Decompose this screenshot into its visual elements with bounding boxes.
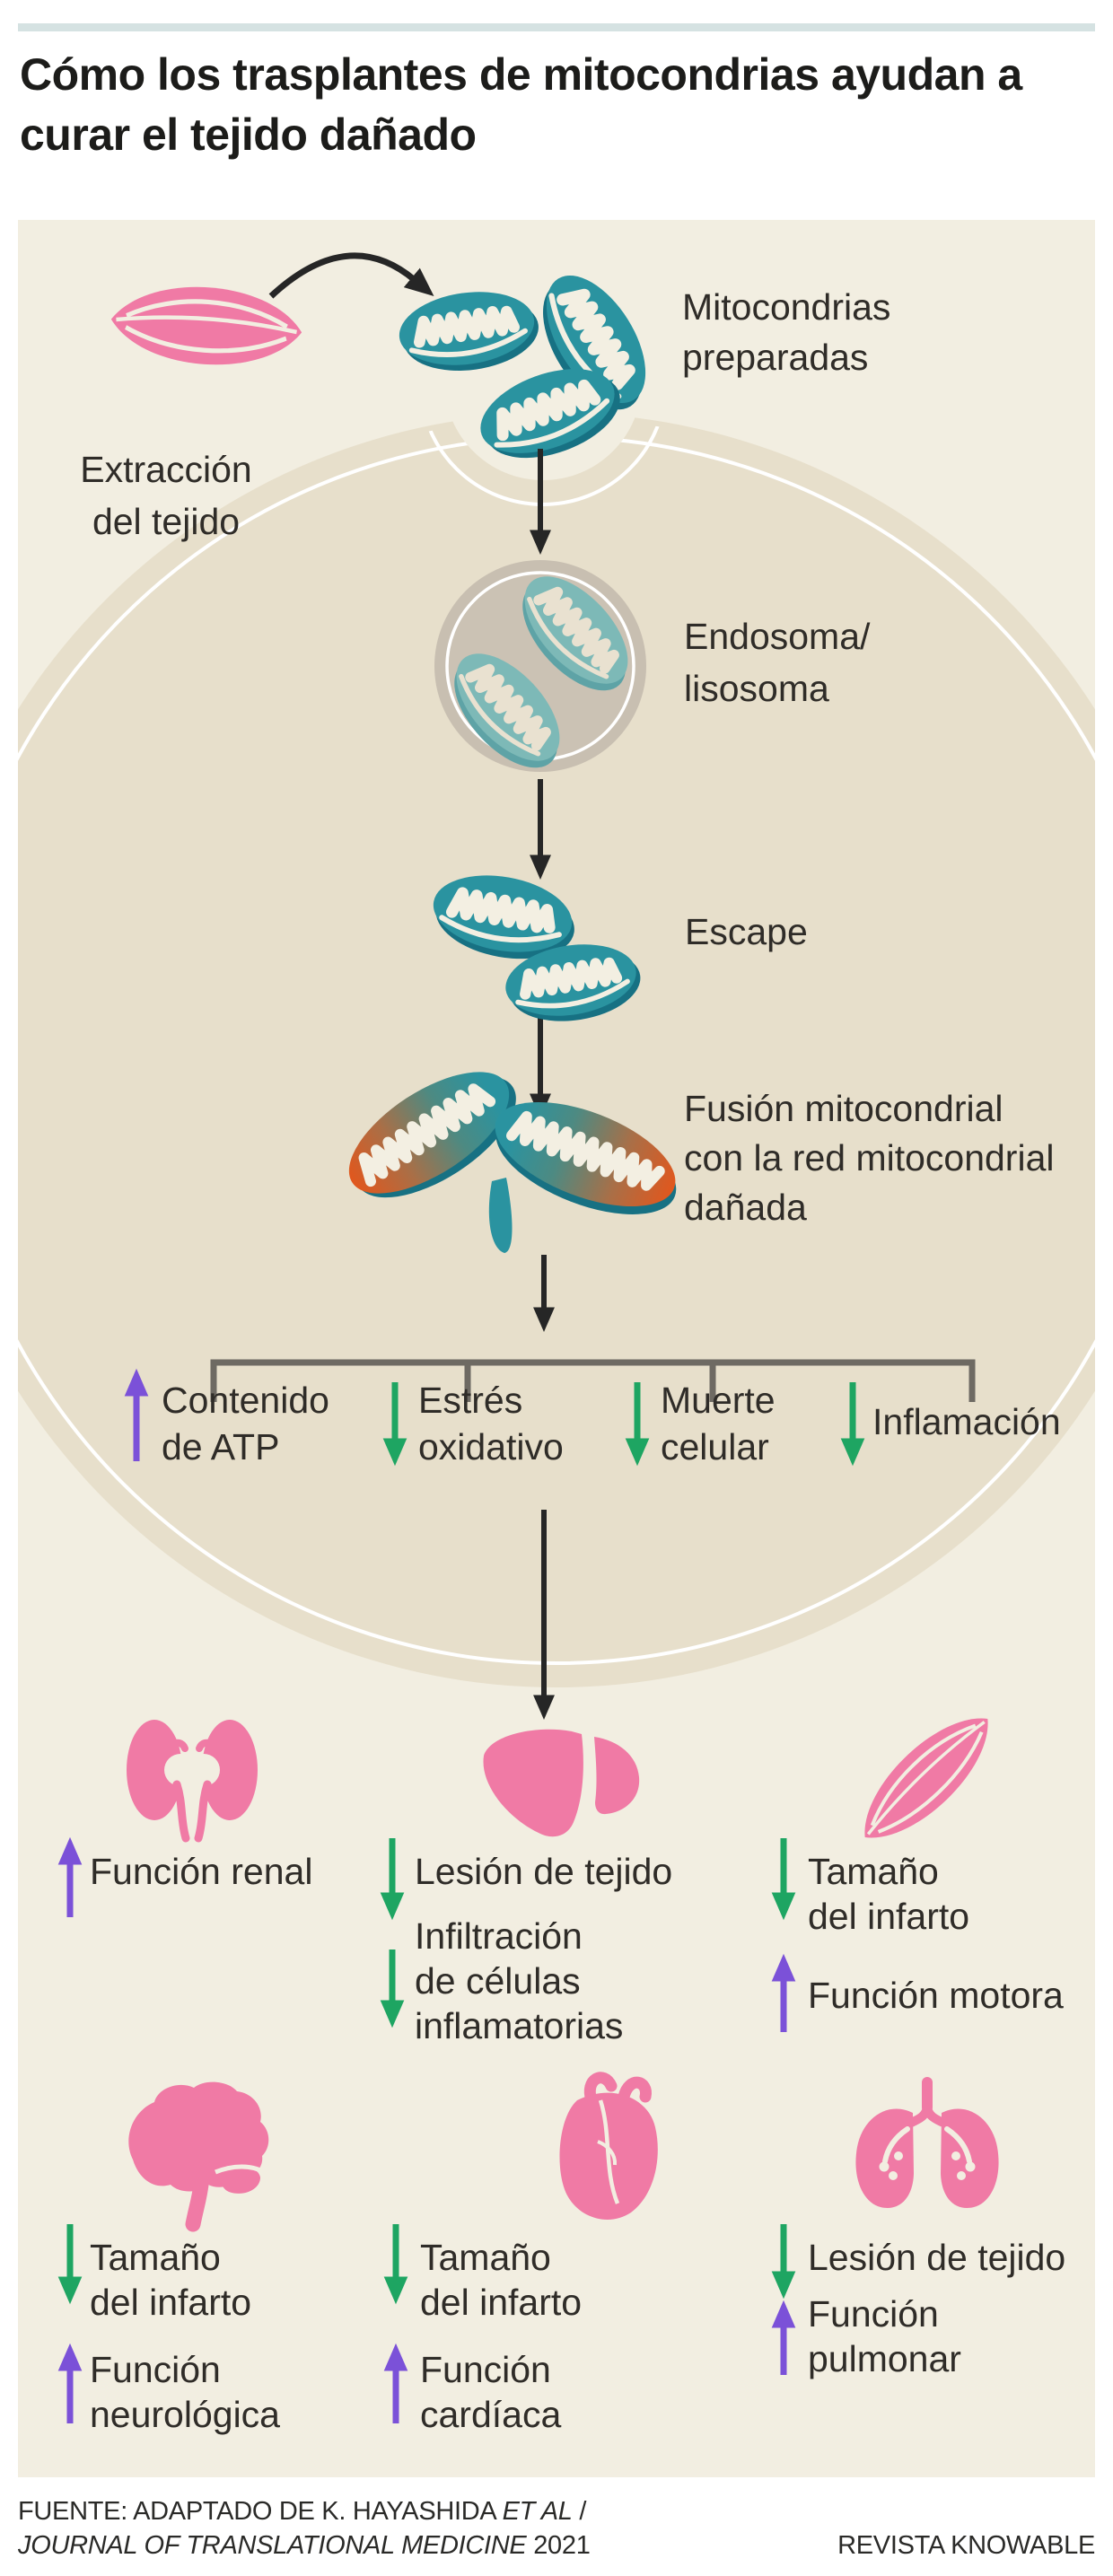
kidneys-effect-label: Función renal [90, 1851, 313, 1892]
source-credit-line-2: JOURNAL OF TRANSLATIONAL MEDICINE 2021 [18, 2531, 591, 2560]
footer: FUENTE: ADAPTADO DE K. HAYASHIDA ET AL /… [18, 2494, 1095, 2563]
fusion-label: Fusión mitocondrial con la red mitocondr… [684, 1088, 1055, 1228]
title-line-2: ayudan a curar el tejido dañado [20, 49, 1022, 160]
brain-effect-1-label: Tamaño del infarto [90, 2237, 252, 2323]
page-title: Cómo los trasplantes de mitocondrias ayu… [20, 45, 1052, 165]
muscle-effect-1-label: Tamaño del infarto [808, 1851, 970, 1937]
publisher-credit: REVISTA KNOWABLE [837, 2531, 1095, 2560]
muscle-effect-2-label: Función motora [808, 1975, 1064, 2016]
liver-effect-2-label: Infiltración de células inflamatorias [415, 1915, 624, 2046]
heart-effect-1-label: Tamaño del infarto [420, 2237, 583, 2323]
outcome-oxidative-stress-label: Estrés oxidativo [418, 1380, 564, 1468]
diagram-panel [18, 220, 1095, 2477]
source-credit-line-1: FUENTE: ADAPTADO DE K. HAYASHIDA ET AL / [18, 2497, 587, 2526]
outcome-cell-death-label: Muerte celular [661, 1380, 776, 1468]
liver-effect-1-label: Lesión de tejido [415, 1851, 673, 1892]
brain-effect-2-label: Función neurológica [90, 2349, 280, 2435]
extraction-label: Extracción del tejido [80, 449, 252, 542]
outcome-atp-label: Contenido de ATP [162, 1380, 329, 1468]
lungs-effect-2-label: Función pulmonar [808, 2293, 961, 2379]
heart-effect-2-label: Función cardíaca [420, 2349, 562, 2435]
top-accent-bar [18, 23, 1095, 31]
lungs-effect-1-label: Lesión de tejido [808, 2237, 1066, 2278]
escape-label: Escape [685, 911, 808, 952]
title-line-1: Cómo los trasplantes de mitocondrias [20, 49, 819, 100]
prepared-mitochondria-label: Mitocondrias preparadas [682, 286, 891, 378]
outcome-inflammation-label: Inflamación [872, 1401, 1061, 1442]
endosome-label: Endosoma/ lisosoma [684, 616, 871, 709]
